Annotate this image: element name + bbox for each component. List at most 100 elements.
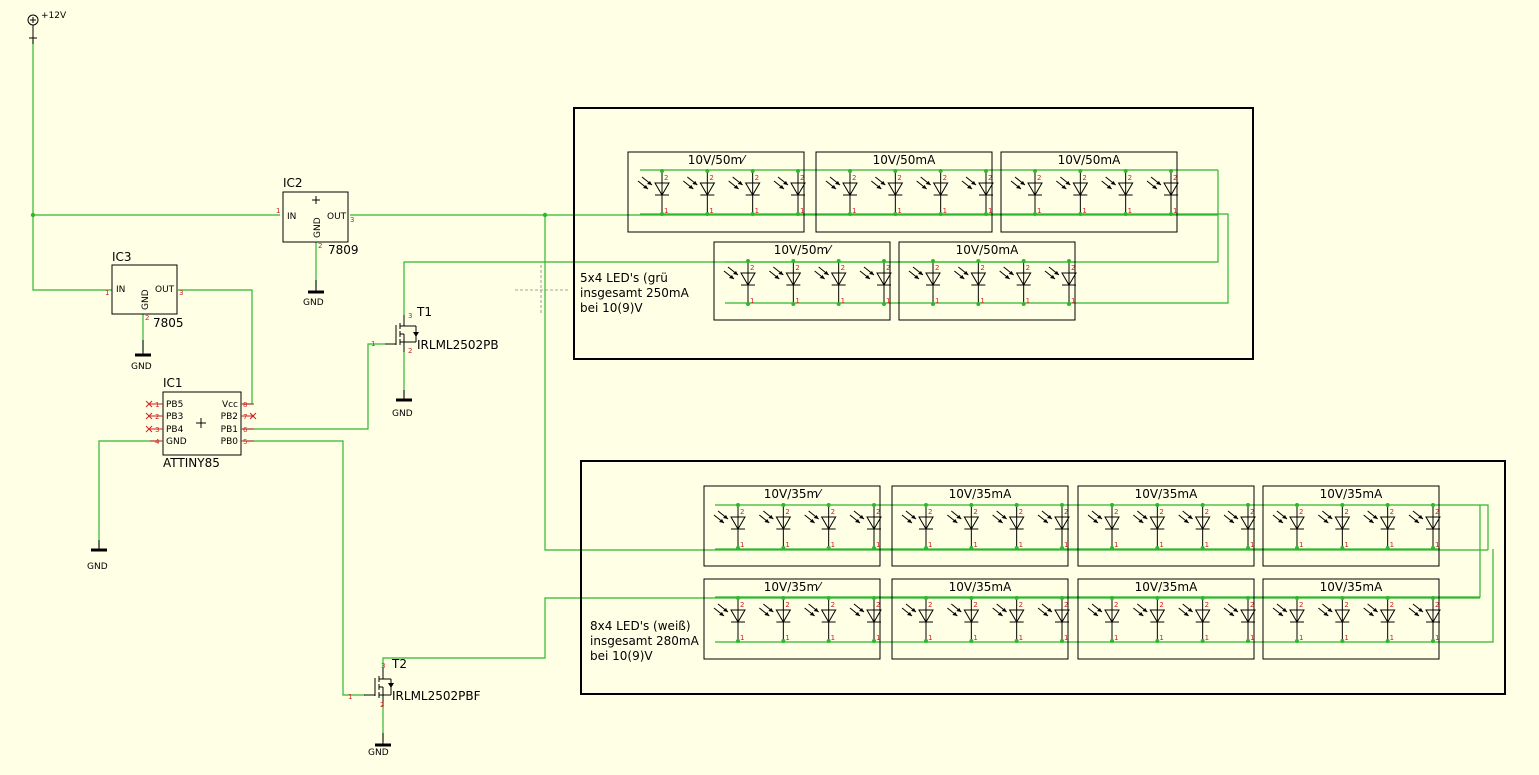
led-anode-pin: 2 (1159, 508, 1163, 516)
led-anode-pin: 2 (980, 264, 984, 272)
led-anode-pin: 2 (1250, 508, 1254, 516)
led-cathode-pin: 1 (886, 297, 890, 305)
supply-12v[interactable]: +12V (27, 11, 67, 44)
led-anode-pin: 2 (1205, 508, 1209, 516)
ic3-regulator[interactable]: IC3 7805 IN OUT GND 1 3 2 (105, 250, 184, 330)
led-anode-pin: 2 (1299, 601, 1303, 609)
led-anode-pin: 2 (943, 174, 947, 182)
t1-name: T1 (416, 305, 432, 319)
led-anode-pin: 2 (795, 264, 799, 272)
led-anode-pin: 2 (928, 601, 932, 609)
led-anode-pin: 2 (1435, 601, 1439, 609)
led-module-label: 10V/35mA (1320, 487, 1383, 501)
led-cathode-pin: 1 (1299, 634, 1303, 642)
ic2-pin-in: IN (287, 212, 296, 222)
ic1-name: IC1 (163, 376, 183, 390)
led-anode-pin: 2 (1159, 601, 1163, 609)
led-anode-pin: 2 (1114, 508, 1118, 516)
led-module-label: 10V/50mA (956, 243, 1019, 257)
led-anode-pin: 2 (1390, 508, 1394, 516)
led-cathode-pin: 1 (1435, 634, 1439, 642)
gnd-ic1: GND (87, 540, 108, 572)
led-anode-pin: 2 (831, 508, 835, 516)
t2-mosfet[interactable]: 3 1 2 (348, 662, 394, 709)
led-anode-pin: 2 (1344, 508, 1348, 516)
t2-value: IRLML2502PBF (392, 689, 481, 703)
led-cathode-pin: 1 (876, 541, 880, 549)
ic2-pinnum-out: 3 (350, 216, 354, 224)
ic1-pin-label: PB1 (221, 425, 238, 435)
ic1-pin-number: 6 (243, 426, 248, 434)
gnd-label: GND (87, 562, 108, 572)
no-connect-mark (145, 400, 153, 408)
led-anode-pin: 2 (785, 508, 789, 516)
led-cathode-pin: 1 (1071, 297, 1075, 305)
led-cathode-pin: 1 (800, 207, 804, 215)
white-group-note: 8x4 LED's (weiß) insgesamt 280mA bei 10(… (590, 619, 700, 663)
led-anode-pin: 2 (1205, 601, 1209, 609)
led-cathode-pin: 1 (831, 634, 835, 642)
led-cathode-pin: 1 (1344, 634, 1348, 642)
led-cathode-pin: 1 (1026, 297, 1030, 305)
t1-value: IRLML2502PB (417, 338, 499, 352)
ic3-pinnum-out: 3 (179, 289, 183, 297)
junctions (30, 212, 548, 218)
led-anode-pin: 2 (709, 174, 713, 182)
led-anode-pin: 2 (1435, 508, 1439, 516)
led-cathode-pin: 1 (831, 541, 835, 549)
ic1-pin-number: 7 (243, 413, 247, 421)
ic1-pin-number: 4 (155, 438, 160, 446)
led-cathode-pin: 1 (1159, 634, 1163, 642)
t2-pin-gate: 1 (348, 693, 352, 701)
t1-pin-drain: 3 (408, 312, 412, 320)
led-cathode-pin: 1 (1019, 541, 1023, 549)
gnd-label: GND (368, 748, 389, 758)
led-module-label: 10V/50m⁄ (688, 153, 747, 167)
led-anode-pin: 2 (750, 264, 754, 272)
led-anode-pin: 2 (1037, 174, 1041, 182)
led-module-label: 10V/35mA (1135, 487, 1198, 501)
led-anode-pin: 2 (1082, 174, 1086, 182)
led-cathode-pin: 1 (1082, 207, 1086, 215)
green-led-group-frame (573, 107, 1254, 360)
led-cathode-pin: 1 (973, 634, 977, 642)
led-anode-pin: 2 (1019, 508, 1023, 516)
led-module-label: 10V/35mA (949, 580, 1012, 594)
gnd-t1: GND (392, 390, 413, 419)
ic1-pin-label: PB0 (221, 437, 239, 447)
led-anode-pin: 2 (973, 508, 977, 516)
t1-pin-source: 2 (408, 347, 412, 355)
led-cathode-pin: 1 (1250, 634, 1254, 642)
ic2-regulator[interactable]: IC2 7809 IN OUT GND 1 3 2 (276, 176, 359, 257)
led-anode-pin: 2 (1064, 601, 1068, 609)
led-anode-pin: 2 (876, 508, 880, 516)
t1-mosfet[interactable]: 3 1 2 (371, 312, 419, 355)
led-cathode-pin: 1 (1019, 634, 1023, 642)
ic3-name: IC3 (112, 250, 132, 264)
t2-pin-drain: 3 (381, 662, 385, 670)
led-cathode-pin: 1 (988, 207, 992, 215)
green-group-note: 5x4 LED's (grü insgesamt 250mA bei 10(9)… (580, 271, 690, 315)
ic1-pin-label: PB4 (166, 425, 184, 435)
led-cathode-pin: 1 (1064, 541, 1068, 549)
gnd-t2: GND (368, 733, 391, 758)
led-anode-pin: 2 (1299, 508, 1303, 516)
led-anode-pin: 2 (831, 601, 835, 609)
led-cathode-pin: 1 (755, 207, 759, 215)
led-cathode-pin: 1 (1159, 541, 1163, 549)
